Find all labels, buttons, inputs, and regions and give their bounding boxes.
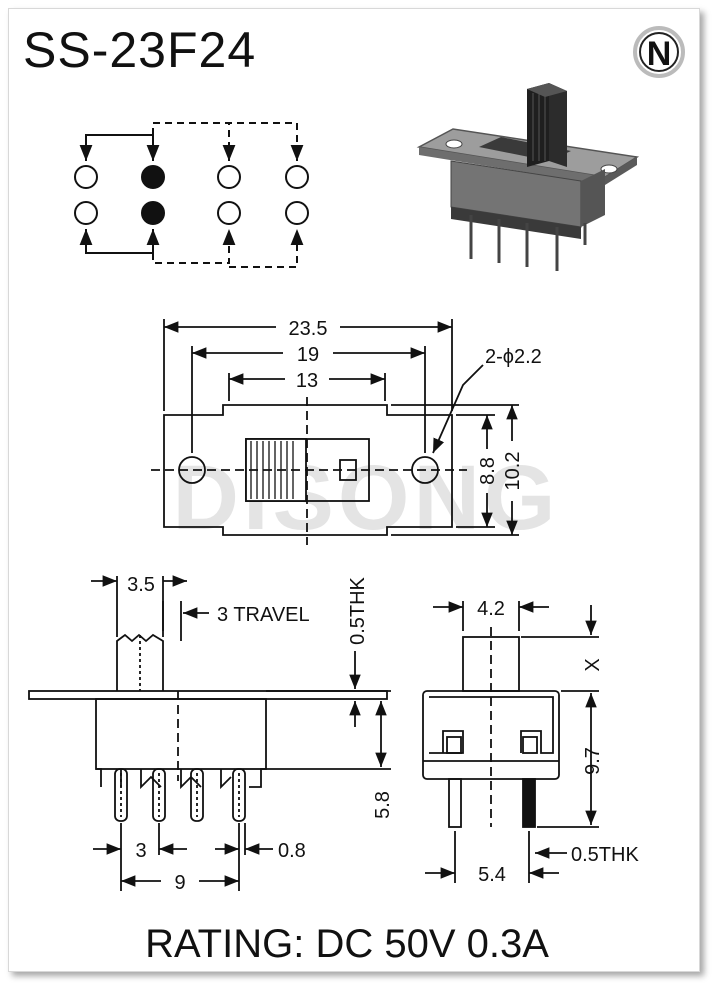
- dim-end-actuator-width: 4.2: [477, 598, 505, 620]
- pin-open: [285, 165, 309, 189]
- brand-logo: N: [633, 26, 685, 78]
- pin-open: [217, 201, 241, 225]
- pin-open: [285, 201, 309, 225]
- dim-pin-pitch: 3: [135, 840, 146, 862]
- terminal-pin: [232, 768, 246, 822]
- logo-letter: N: [647, 35, 672, 73]
- terminal-pin: [448, 778, 462, 828]
- dim-pin-span: 9: [174, 872, 185, 894]
- rating-text: RATING: DC 50V 0.3A: [145, 922, 549, 966]
- pin-open: [74, 165, 98, 189]
- pin-open: [217, 165, 241, 189]
- base-plate: [28, 690, 388, 700]
- dim-body-height: 5.8: [372, 791, 394, 819]
- watermark-text: DISONG: [173, 447, 560, 549]
- pin-common: [141, 201, 165, 225]
- dim-row-spacing: 5.4: [478, 864, 506, 886]
- top-view-drawing: [151, 319, 519, 545]
- dim-end-pin-thickness: 0.5THK: [571, 844, 639, 866]
- mounting-plate-outline: [163, 404, 453, 536]
- drawing-canvas: DISONG SS-23F24 N: [23, 22, 685, 966]
- dim-total-height: 9.7: [582, 747, 604, 775]
- travel-label: 3 TRAVEL: [217, 604, 310, 626]
- terminal-pin: [522, 778, 536, 828]
- hole-callout: 2-ϕ2.2: [485, 346, 542, 368]
- datasheet-page: DISONG SS-23F24 N: [8, 8, 700, 972]
- part-number-title: SS-23F24: [23, 22, 256, 78]
- terminal-pin: [114, 768, 128, 822]
- pin-open: [74, 201, 98, 225]
- dim-pin-thickness: 0.8: [278, 840, 306, 862]
- terminal-pin: [190, 768, 204, 822]
- dim-plate-thickness: 0.5THK: [347, 576, 369, 644]
- pin-common: [141, 165, 165, 189]
- product-photo: [416, 83, 640, 271]
- dim-outer-height: 10.2: [502, 452, 524, 491]
- dim-hole-pitch: 19: [297, 344, 319, 366]
- dim-slot-length: 13: [296, 370, 318, 392]
- dim-inner-height: 8.8: [477, 457, 499, 485]
- dim-actuator-height: X: [582, 658, 604, 671]
- actuator: [116, 633, 164, 691]
- housing: [95, 698, 267, 770]
- terminal-pin: [152, 768, 166, 822]
- dim-overall-width: 23.5: [289, 318, 328, 340]
- end-view-drawing: [422, 601, 599, 883]
- side-view-drawing: [28, 575, 391, 891]
- dim-actuator-width: 3.5: [127, 574, 155, 596]
- circuit-schematic: [74, 122, 309, 268]
